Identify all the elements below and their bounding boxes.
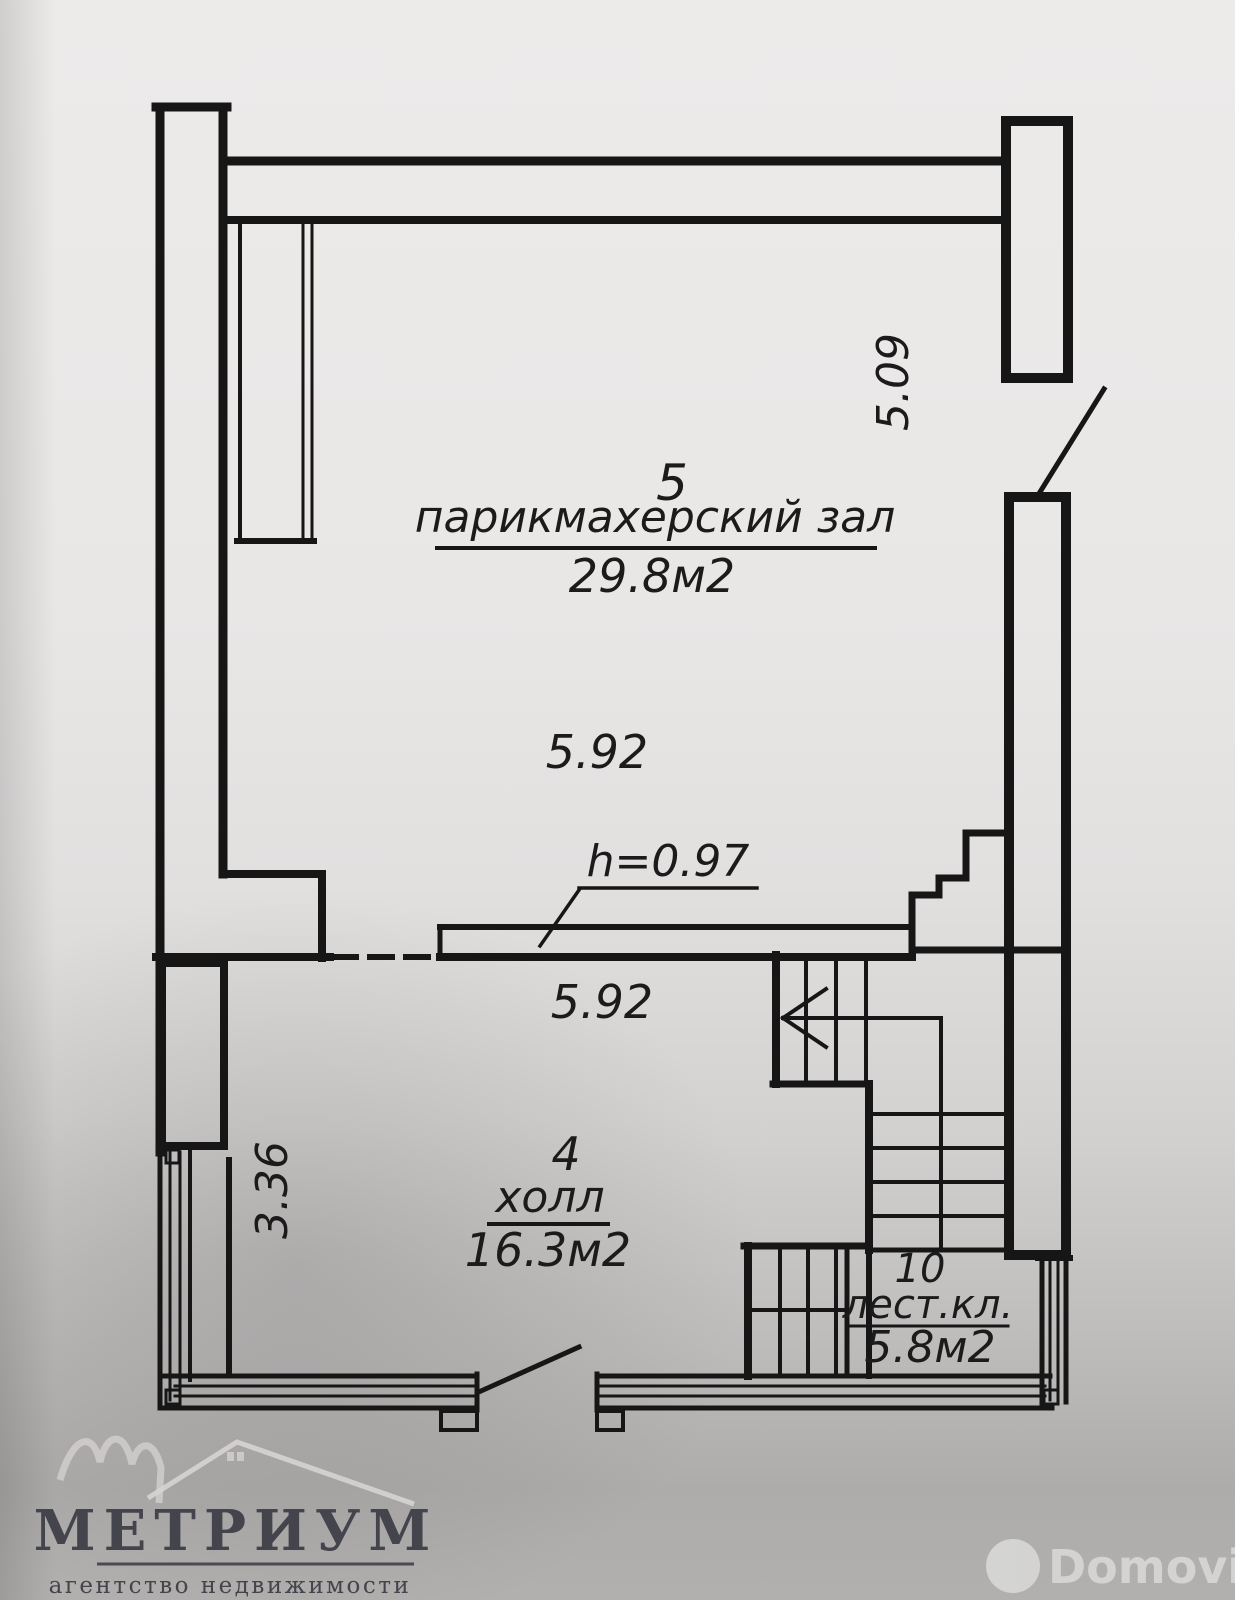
portal-logo-icon xyxy=(986,1539,1040,1593)
corner-post-left xyxy=(164,1388,182,1406)
stair-direction-arrow xyxy=(780,986,943,1050)
room4-number: 4 xyxy=(551,1127,580,1181)
logo-signature-stroke xyxy=(56,1435,165,1504)
room10-area: 5.8м2 xyxy=(864,1322,995,1373)
logo-roof-stroke xyxy=(146,1439,415,1507)
room5-area: 29.8м2 xyxy=(569,549,735,603)
logo-window-dot xyxy=(227,1452,234,1461)
room4-area: 16.3м2 xyxy=(465,1223,631,1277)
dim-left-side: 3.36 xyxy=(247,1141,298,1239)
dim-height-note: h=0.97 xyxy=(587,836,750,887)
door-swing-entrance xyxy=(477,1343,583,1395)
walls xyxy=(151,102,1073,1377)
doors xyxy=(439,385,1108,1432)
door-threshold-right xyxy=(595,1409,625,1432)
door-threshold-left xyxy=(439,1409,479,1432)
corner-post-right xyxy=(1042,1388,1060,1406)
room4-name: холл xyxy=(493,1172,604,1223)
portal-name: Domovita xyxy=(1048,1540,1235,1594)
dim-width-hall: 5.92 xyxy=(551,975,653,1029)
room5-number: 5 xyxy=(656,454,688,512)
corner-post-mid-left xyxy=(164,1148,181,1165)
dim-right-side: 5.09 xyxy=(868,333,919,431)
labels: 5 парикмахерский зал 29.8м2 5.92 h=0.97 … xyxy=(247,333,1013,1373)
window-bands xyxy=(157,1147,1073,1413)
logo-window-dot xyxy=(237,1452,244,1461)
door-swing-top-right xyxy=(1036,385,1108,496)
room5-name: парикмахерский зал xyxy=(415,492,895,543)
staircase xyxy=(740,951,1012,1380)
agency-tagline: агентство недвижимости xyxy=(49,1573,412,1599)
agency-name: МЕТРИУМ xyxy=(34,1498,439,1564)
room10-number: 10 xyxy=(895,1246,946,1292)
agency-logo: МЕТРИУМ агентство недвижимости xyxy=(34,1435,439,1599)
dim-width-room5: 5.92 xyxy=(546,725,648,779)
room10-name: лест.кл. xyxy=(842,1282,1014,1328)
portal-watermark: Domovita xyxy=(986,1539,1235,1594)
